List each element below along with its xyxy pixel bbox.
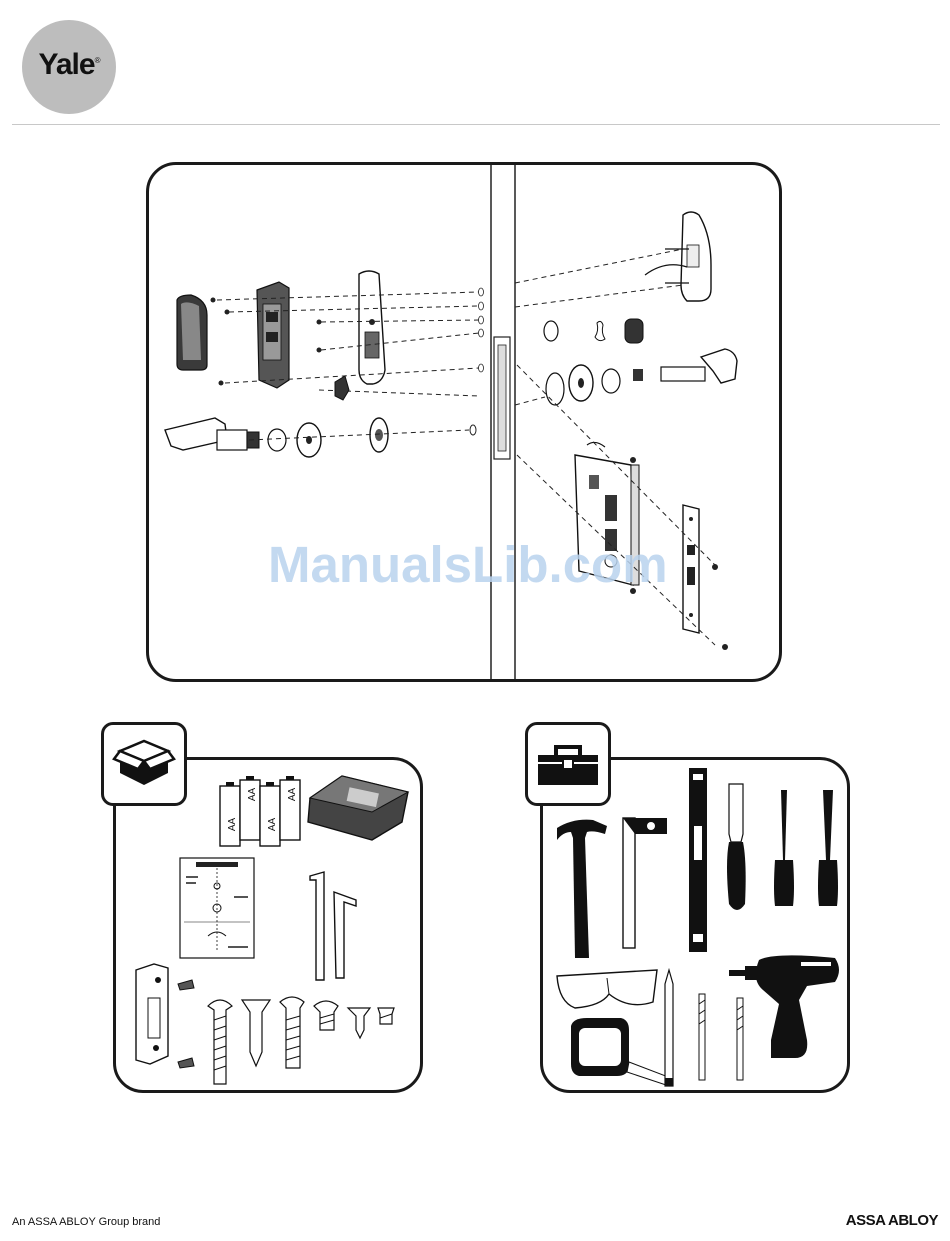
logo-text: Yale: [39, 48, 95, 81]
battery-label-2-container: AA: [246, 784, 259, 802]
box-contents-tab: [101, 722, 187, 806]
assa-abloy-logo: ASSA ABLOY: [846, 1212, 938, 1229]
aa-batteries: [216, 768, 306, 848]
pencil-icon: [659, 970, 679, 1090]
screwdriver-flat-icon: [813, 790, 843, 910]
network-module-box: [302, 768, 412, 848]
battery-label: AA: [247, 788, 258, 801]
package-icon: [114, 739, 174, 789]
box-contents-panel: AA AA AA AA: [113, 757, 423, 1093]
safety-glasses-icon: [553, 968, 663, 1018]
required-tools-panel: [540, 757, 850, 1093]
required-tools-tab: [525, 722, 611, 806]
chisel-icon: [723, 782, 753, 922]
toolbox-icon: [536, 741, 600, 787]
yale-logo: Yale®: [22, 20, 116, 114]
strike-plate: [130, 960, 200, 1070]
level-icon: [685, 766, 715, 956]
footer-brand-note: An ASSA ABLOY Group brand: [12, 1216, 160, 1228]
power-drill-icon: [715, 950, 845, 1070]
screwdriver-phillips-icon: [769, 790, 799, 910]
battery-label-1-container: AA: [226, 814, 239, 832]
hammer-icon: [553, 818, 613, 958]
mounting-screws: [206, 992, 416, 1092]
exploded-lock-diagram: [146, 162, 782, 682]
logo-registered-mark: ®: [95, 56, 100, 65]
battery-label: AA: [267, 818, 278, 831]
header-divider: [12, 124, 940, 125]
battery-label: AA: [227, 818, 238, 831]
installation-template: [178, 856, 258, 966]
battery-label-3-container: AA: [266, 814, 279, 832]
battery-label: AA: [287, 788, 298, 801]
battery-label-4-container: AA: [286, 784, 299, 802]
inside-trim-assembly: [515, 205, 782, 675]
watermark-text: ManualsLib.com: [268, 535, 668, 594]
combination-square-icon: [617, 812, 677, 952]
hex-keys: [300, 870, 370, 980]
